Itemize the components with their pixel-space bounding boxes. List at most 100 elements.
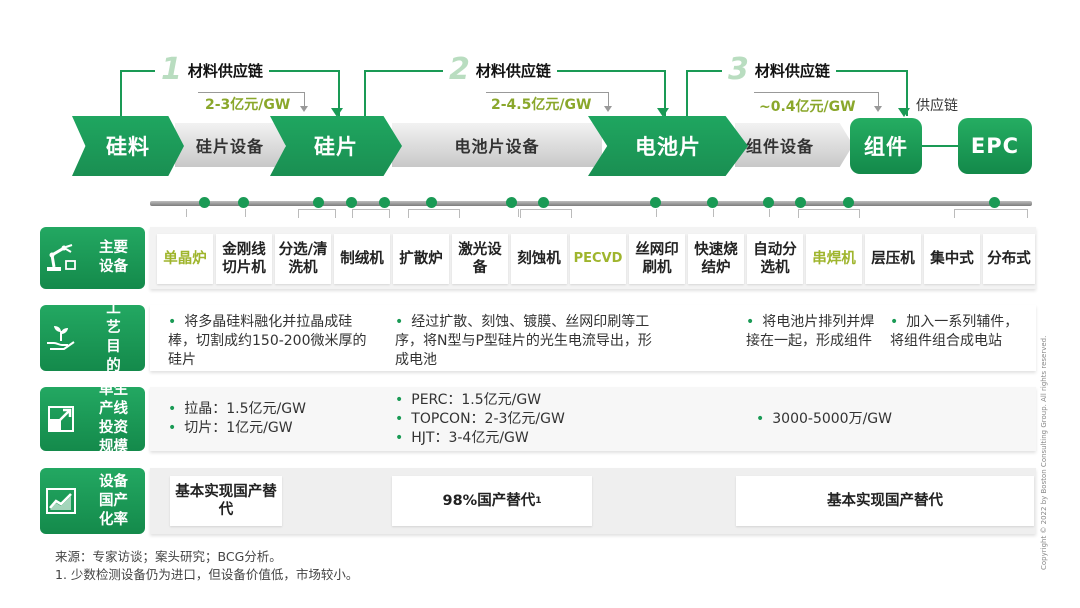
cost-2-bracket xyxy=(486,92,609,107)
timeline-dot xyxy=(313,197,324,208)
process-bullet-cell: •经过扩散、刻蚀、镀膜、丝网印刷等工序，将N型与P型硅片的光生电流导出，形成电池 xyxy=(395,314,652,368)
loop-text: 材料供应链 xyxy=(754,61,830,80)
loop-number: 3 xyxy=(728,52,749,87)
row-label-localization: 设备国产化率 xyxy=(40,468,145,534)
cost-3-bracket xyxy=(754,92,879,107)
cost-2: 2-4.5亿元/GW xyxy=(489,94,594,114)
row-label-equipment: 主要设备 xyxy=(40,227,145,289)
loop-2-label: 2 材料供应链 xyxy=(443,55,557,85)
cost-3: ~0.4亿元/GW xyxy=(757,96,858,116)
row-label-text: 单生产线投资规模 xyxy=(99,382,128,455)
equipment-segment-cell: 电池片设备 xyxy=(392,123,602,167)
investment-silicon: •拉晶：1.5亿元/GW •切片：1亿元/GW xyxy=(168,401,306,436)
equipment-label: 电池片设备 xyxy=(454,137,540,156)
bullet-text: TOPCON：2-3亿元/GW xyxy=(411,411,565,427)
equipment-label: 组件设备 xyxy=(745,137,814,156)
cost-2-tip xyxy=(604,106,612,112)
bullet-text: PERC：1.5亿元/GW xyxy=(411,392,542,408)
tick xyxy=(656,209,657,217)
loop-2-arrowhead xyxy=(657,108,669,117)
tick xyxy=(186,209,187,217)
loop-3-arrowhead xyxy=(898,108,910,117)
trend-chart-icon xyxy=(40,486,82,516)
equipment-cell: 金刚线切片机 xyxy=(216,234,272,284)
tick xyxy=(798,209,860,218)
equipment-label: 硅片设备 xyxy=(195,137,264,156)
tick xyxy=(352,209,390,218)
loop-text: 材料供应链 xyxy=(475,61,551,80)
tick xyxy=(954,209,1028,218)
timeline-dot xyxy=(795,197,806,208)
stage-label: 硅料 xyxy=(106,135,150,159)
timeline-dot xyxy=(538,197,549,208)
bullet-text: 将电池片排列并焊接在一起，形成组件 xyxy=(746,314,875,349)
row-label-text: 主要设备 xyxy=(99,240,128,275)
loop-3-label: 3 材料供应链 xyxy=(722,55,836,85)
timeline-dot xyxy=(989,197,1000,208)
bullet-text: 3000-5000万/GW xyxy=(772,411,892,427)
footnote-marker: 1 xyxy=(535,496,542,506)
equipment-cell: 激光设备 xyxy=(452,234,508,284)
supply-chain-label: 供应链 xyxy=(916,98,958,114)
investment-band xyxy=(150,387,1036,451)
loop-1-arrowhead xyxy=(331,108,343,117)
row-label-text: 设备国产化率 xyxy=(99,473,128,528)
footnote: 1. 少数检测设备仍为进口，但设备价值低，市场较小。 xyxy=(55,567,359,582)
investment-module: •3000-5000万/GW xyxy=(756,411,892,427)
bullet-text: 经过扩散、刻蚀、镀膜、丝网印刷等工序，将N型与P型硅片的光生电流导出，形成电池 xyxy=(395,314,652,368)
tick xyxy=(769,209,770,217)
bullet-text: HJT：3-4亿元/GW xyxy=(411,430,529,446)
cost-1: 2-3亿元/GW xyxy=(203,94,293,114)
timeline-dot xyxy=(426,197,437,208)
equipment-cell: 快速烧结炉 xyxy=(688,234,744,284)
equipment-cell: 分布式 xyxy=(983,234,1035,284)
stage-label: 电池片 xyxy=(635,135,701,159)
cost-1-bracket xyxy=(198,92,305,107)
equipment-cell: 串焊机 xyxy=(806,234,862,284)
loop-number: 2 xyxy=(449,52,470,87)
equipment-cell: 层压机 xyxy=(865,234,921,284)
equipment-cell: 丝网印刷机 xyxy=(629,234,685,284)
timeline-dot xyxy=(199,197,210,208)
localization-module: 基本实现国产替代 xyxy=(736,476,1034,526)
process-band xyxy=(150,305,1036,371)
expand-arrow-icon xyxy=(40,404,82,434)
robot-arm-icon xyxy=(40,243,82,273)
row-label-process: 工艺目的 xyxy=(40,301,145,374)
stage-wafer: 硅片 xyxy=(270,116,402,176)
copyright: Copyright © 2022 by Boston Consulting Gr… xyxy=(1040,335,1048,570)
tick xyxy=(408,209,460,218)
loop-number: 1 xyxy=(161,52,182,87)
row-label-investment: 单生产线投资规模 xyxy=(40,382,145,455)
stage-label: 硅片 xyxy=(314,135,358,159)
bullet-text: 切片：1亿元/GW xyxy=(184,420,293,436)
tick xyxy=(713,209,714,217)
process-bullet-epc: •加入一系列辅件，将组件组合成电站 xyxy=(890,314,1019,349)
timeline-dot xyxy=(843,197,854,208)
timeline-dot xyxy=(238,197,249,208)
loop-1-label: 1 材料供应链 xyxy=(155,55,269,85)
loop-text: 材料供应链 xyxy=(187,61,263,80)
stage-silicon: 硅料 xyxy=(72,116,184,176)
localization-silicon: 基本实现国产替代 xyxy=(170,476,282,526)
equipment-cell: 集中式 xyxy=(924,234,980,284)
tick xyxy=(245,209,246,217)
timeline-dot xyxy=(650,197,661,208)
equipment-cell: 刻蚀机 xyxy=(511,234,567,284)
equipment-cell: 分选/清洗机 xyxy=(275,234,331,284)
stage-cell: 电池片 xyxy=(588,116,748,176)
stage-label: 组件 xyxy=(864,135,908,159)
tick xyxy=(520,209,572,218)
timeline-dot xyxy=(346,197,357,208)
stage-label: EPC xyxy=(970,134,1020,158)
timeline-dot xyxy=(707,197,718,208)
investment-cell: •PERC：1.5亿元/GW •TOPCON：2-3亿元/GW •HJT：3-4… xyxy=(395,392,565,446)
localization-cell-text: 98%国产替代 xyxy=(442,493,536,509)
equipment-cell: 制绒机 xyxy=(334,234,390,284)
equipment-cell: 单晶炉 xyxy=(157,234,213,284)
stage-epc: EPC xyxy=(958,118,1032,174)
timeline-dot xyxy=(379,197,390,208)
bullet-text: 加入一系列辅件，将组件组合成电站 xyxy=(890,314,1019,349)
equipment-cell: 自动分选机 xyxy=(747,234,803,284)
